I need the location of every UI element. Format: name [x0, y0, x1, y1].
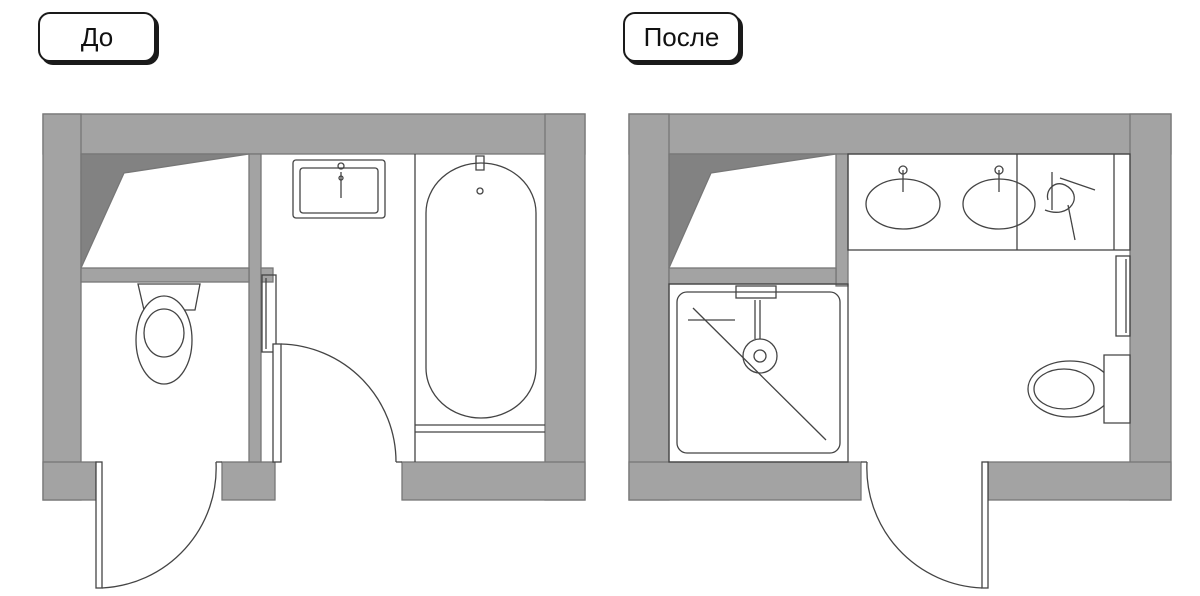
after-shower-icon: [668, 283, 849, 463]
after-label: После: [623, 12, 740, 62]
before-door-left-icon: [95, 461, 222, 589]
after-vanity: [847, 153, 1131, 251]
after-label-text: После: [643, 21, 720, 52]
before-door-right-icon: [272, 343, 402, 463]
before-corner-wall: [80, 153, 250, 269]
after-door-icon: [861, 461, 989, 589]
before-toilet-icon: [135, 283, 201, 385]
after-walls: [628, 113, 1172, 501]
before-bathtub-icon: [414, 154, 545, 462]
after-washer-icon: [1044, 172, 1096, 241]
after-sink-left-icon: [865, 165, 941, 230]
before-plan: [42, 113, 586, 589]
before-sink-icon: [292, 159, 386, 219]
before-label: До: [38, 12, 156, 62]
before-label-text: До: [80, 21, 114, 52]
after-corner-wall: [668, 153, 837, 269]
after-sink-right-icon: [962, 165, 1036, 230]
after-radiator-icon: [1115, 255, 1131, 337]
before-radiator-icon: [261, 274, 277, 353]
after-plan: [628, 113, 1172, 589]
after-toilet-icon: [1027, 354, 1131, 424]
before-walls: [42, 113, 586, 501]
